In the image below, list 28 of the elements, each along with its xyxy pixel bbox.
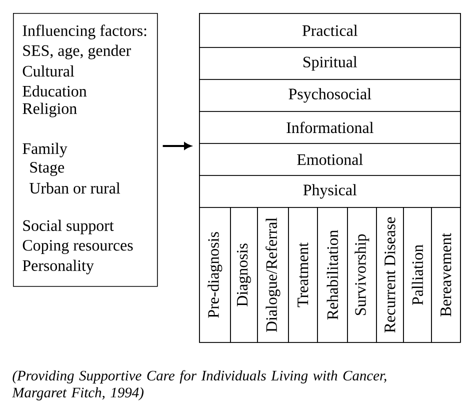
domain-row: Physical — [199, 175, 461, 208]
domain-row: Spiritual — [199, 47, 461, 80]
factor-label: Coping resources — [22, 240, 133, 254]
factor-label: Family — [22, 142, 68, 158]
factor-label: Influencing factors: — [22, 24, 146, 40]
phase-column: Pre-diagnosis — [199, 207, 231, 343]
arrow — [162, 142, 192, 150]
factor-label: Education — [22, 85, 87, 97]
factor-label: Cultural — [22, 65, 74, 77]
phase-column: Survivorship — [347, 207, 377, 343]
caption: (Providing Supportive Care for Individuals Living with Cancer, Margaret Fitch, 1994) — [12, 370, 386, 400]
factor-label: Personality — [22, 260, 94, 274]
factor-label: Urban or rural — [30, 182, 120, 194]
phase-column: Diagnosis — [230, 207, 258, 343]
phase-column: Palliation — [403, 207, 432, 343]
domain-row: Practical — [199, 13, 461, 48]
factor-label: Religion — [22, 102, 77, 118]
factor-label: Social support — [23, 220, 114, 234]
domain-row: Emotional — [199, 143, 461, 176]
factor-label: Stage — [30, 162, 64, 176]
domain-row: Psychosocial — [199, 79, 461, 112]
phase-column: Bereavement — [431, 207, 461, 343]
phase-column: Rehabilitation — [317, 207, 348, 343]
domain-row: Informational — [199, 111, 461, 144]
factor-label: SES, age, gender — [23, 44, 131, 60]
phase-column: Treatment — [288, 207, 318, 343]
phase-column: Recurrent Disease — [376, 207, 404, 343]
phase-column: Dialogue/Referral — [257, 207, 289, 343]
